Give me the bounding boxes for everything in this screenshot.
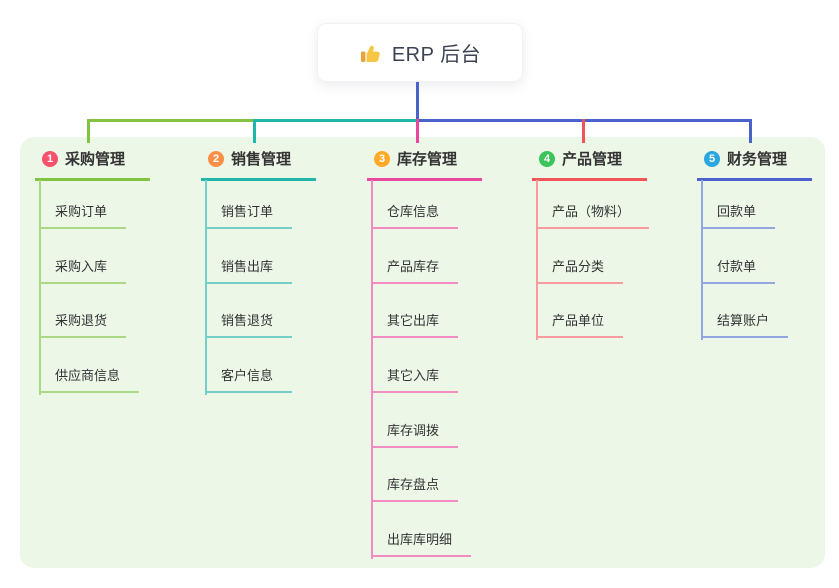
branch-label: 采购管理: [65, 151, 126, 168]
branch-children: 产品（物料） 产品分类 产品单位: [536, 180, 650, 339]
child-label: 产品（物料）: [552, 204, 631, 219]
branch-label: 销售管理: [231, 151, 292, 168]
branch-label: 产品管理: [562, 151, 623, 168]
branch-index-badge: 5: [704, 150, 720, 167]
thumbs-up-icon: [360, 45, 380, 62]
root-node[interactable]: ERP 后台: [317, 23, 523, 82]
child-label: 客户信息: [221, 368, 274, 384]
child-item[interactable]: 其它入库: [371, 338, 459, 394]
child-item[interactable]: 采购入库: [39, 229, 127, 284]
child-item[interactable]: 产品（物料）: [536, 180, 650, 229]
branches-panel: [20, 137, 825, 568]
branch-drop-line: [253, 119, 256, 143]
branch-children: 仓库信息 产品库存 其它出库 其它入库 库存调拨 库存盘点 出库库明细: [371, 180, 472, 558]
branch-index-badge: 1: [42, 150, 58, 167]
branch-header[interactable]: 5 财务管理: [697, 148, 812, 181]
branch-drop-line: [582, 119, 585, 143]
branch-vline: [371, 180, 373, 560]
child-item[interactable]: 供应商信息: [39, 338, 140, 394]
branch-children: 采购订单 采购入库 采购退货 供应商信息: [39, 180, 140, 394]
branch-drop-line: [749, 119, 752, 143]
child-item[interactable]: 结算账户: [701, 284, 789, 339]
branch-index-badge: 2: [208, 150, 224, 167]
child-label: 其它出库: [387, 313, 440, 329]
child-label: 其它入库: [387, 368, 440, 384]
child-label: 供应商信息: [55, 368, 121, 384]
child-item[interactable]: 出库库明细: [371, 502, 472, 558]
branch-node: 3 库存管理 仓库信息 产品库存 其它出库 其它入库 库存调拨 库存盘点 出库库…: [367, 148, 482, 560]
branch-vline: [701, 180, 703, 341]
child-label: 回款单: [717, 204, 757, 219]
child-label: 销售出库: [221, 258, 274, 274]
branch-header[interactable]: 2 销售管理: [201, 148, 316, 181]
branch-node: 5 财务管理 回款单 付款单 结算账户: [697, 148, 812, 341]
child-item[interactable]: 库存盘点: [371, 448, 459, 503]
child-label: 销售退货: [221, 313, 274, 329]
branch-node: 2 销售管理 销售订单 销售出库 销售退货 客户信息: [201, 148, 316, 396]
child-item[interactable]: 库存调拨: [371, 393, 459, 448]
child-item[interactable]: 付款单: [701, 229, 776, 284]
branch-header[interactable]: 1 采购管理: [35, 148, 150, 181]
child-item[interactable]: 采购订单: [39, 180, 127, 229]
child-item[interactable]: 产品分类: [536, 229, 624, 284]
branch-index-badge: 3: [374, 150, 390, 167]
child-label: 结算账户: [717, 313, 770, 329]
branch-drop-line: [87, 119, 90, 143]
hline-green: [87, 119, 255, 122]
branch-drop-line: [416, 119, 419, 143]
child-item[interactable]: 仓库信息: [371, 180, 459, 229]
child-item[interactable]: 产品库存: [371, 229, 459, 284]
branch-header[interactable]: 3 库存管理: [367, 148, 482, 181]
child-item[interactable]: 采购退货: [39, 284, 127, 339]
branch-node: 4 产品管理 产品（物料） 产品分类 产品单位: [532, 148, 650, 341]
child-item[interactable]: 销售出库: [205, 229, 293, 284]
root-label: ERP 后台: [391, 44, 482, 66]
branch-children: 销售订单 销售出库 销售退货 客户信息: [205, 180, 293, 394]
branch-vline: [205, 180, 207, 396]
child-item[interactable]: 产品单位: [536, 284, 624, 339]
child-label: 产品单位: [552, 313, 605, 329]
child-label: 库存调拨: [387, 422, 440, 438]
branch-header[interactable]: 4 产品管理: [532, 148, 647, 181]
child-label: 仓库信息: [387, 204, 440, 219]
child-item[interactable]: 销售订单: [205, 180, 293, 229]
child-item[interactable]: 客户信息: [205, 338, 293, 394]
root-drop-line: [416, 82, 419, 120]
child-label: 产品库存: [387, 258, 440, 274]
child-label: 付款单: [717, 258, 757, 274]
child-label: 库存盘点: [387, 477, 440, 493]
child-label: 采购入库: [55, 258, 108, 274]
branch-vline: [536, 180, 538, 341]
hline-teal: [253, 119, 419, 122]
branch-label: 财务管理: [727, 151, 788, 168]
branch-children: 回款单 付款单 结算账户: [701, 180, 789, 339]
child-item[interactable]: 其它出库: [371, 284, 459, 339]
branch-label: 库存管理: [397, 151, 458, 168]
child-label: 采购订单: [55, 204, 108, 219]
child-item[interactable]: 回款单: [701, 180, 776, 229]
branch-index-badge: 4: [539, 150, 555, 167]
branch-vline: [39, 180, 41, 396]
child-label: 采购退货: [55, 313, 108, 329]
child-label: 销售订单: [221, 204, 274, 219]
branch-node: 1 采购管理 采购订单 采购入库 采购退货 供应商信息: [35, 148, 150, 396]
child-label: 出库库明细: [387, 532, 453, 548]
child-label: 产品分类: [552, 258, 605, 274]
child-item[interactable]: 销售退货: [205, 284, 293, 339]
